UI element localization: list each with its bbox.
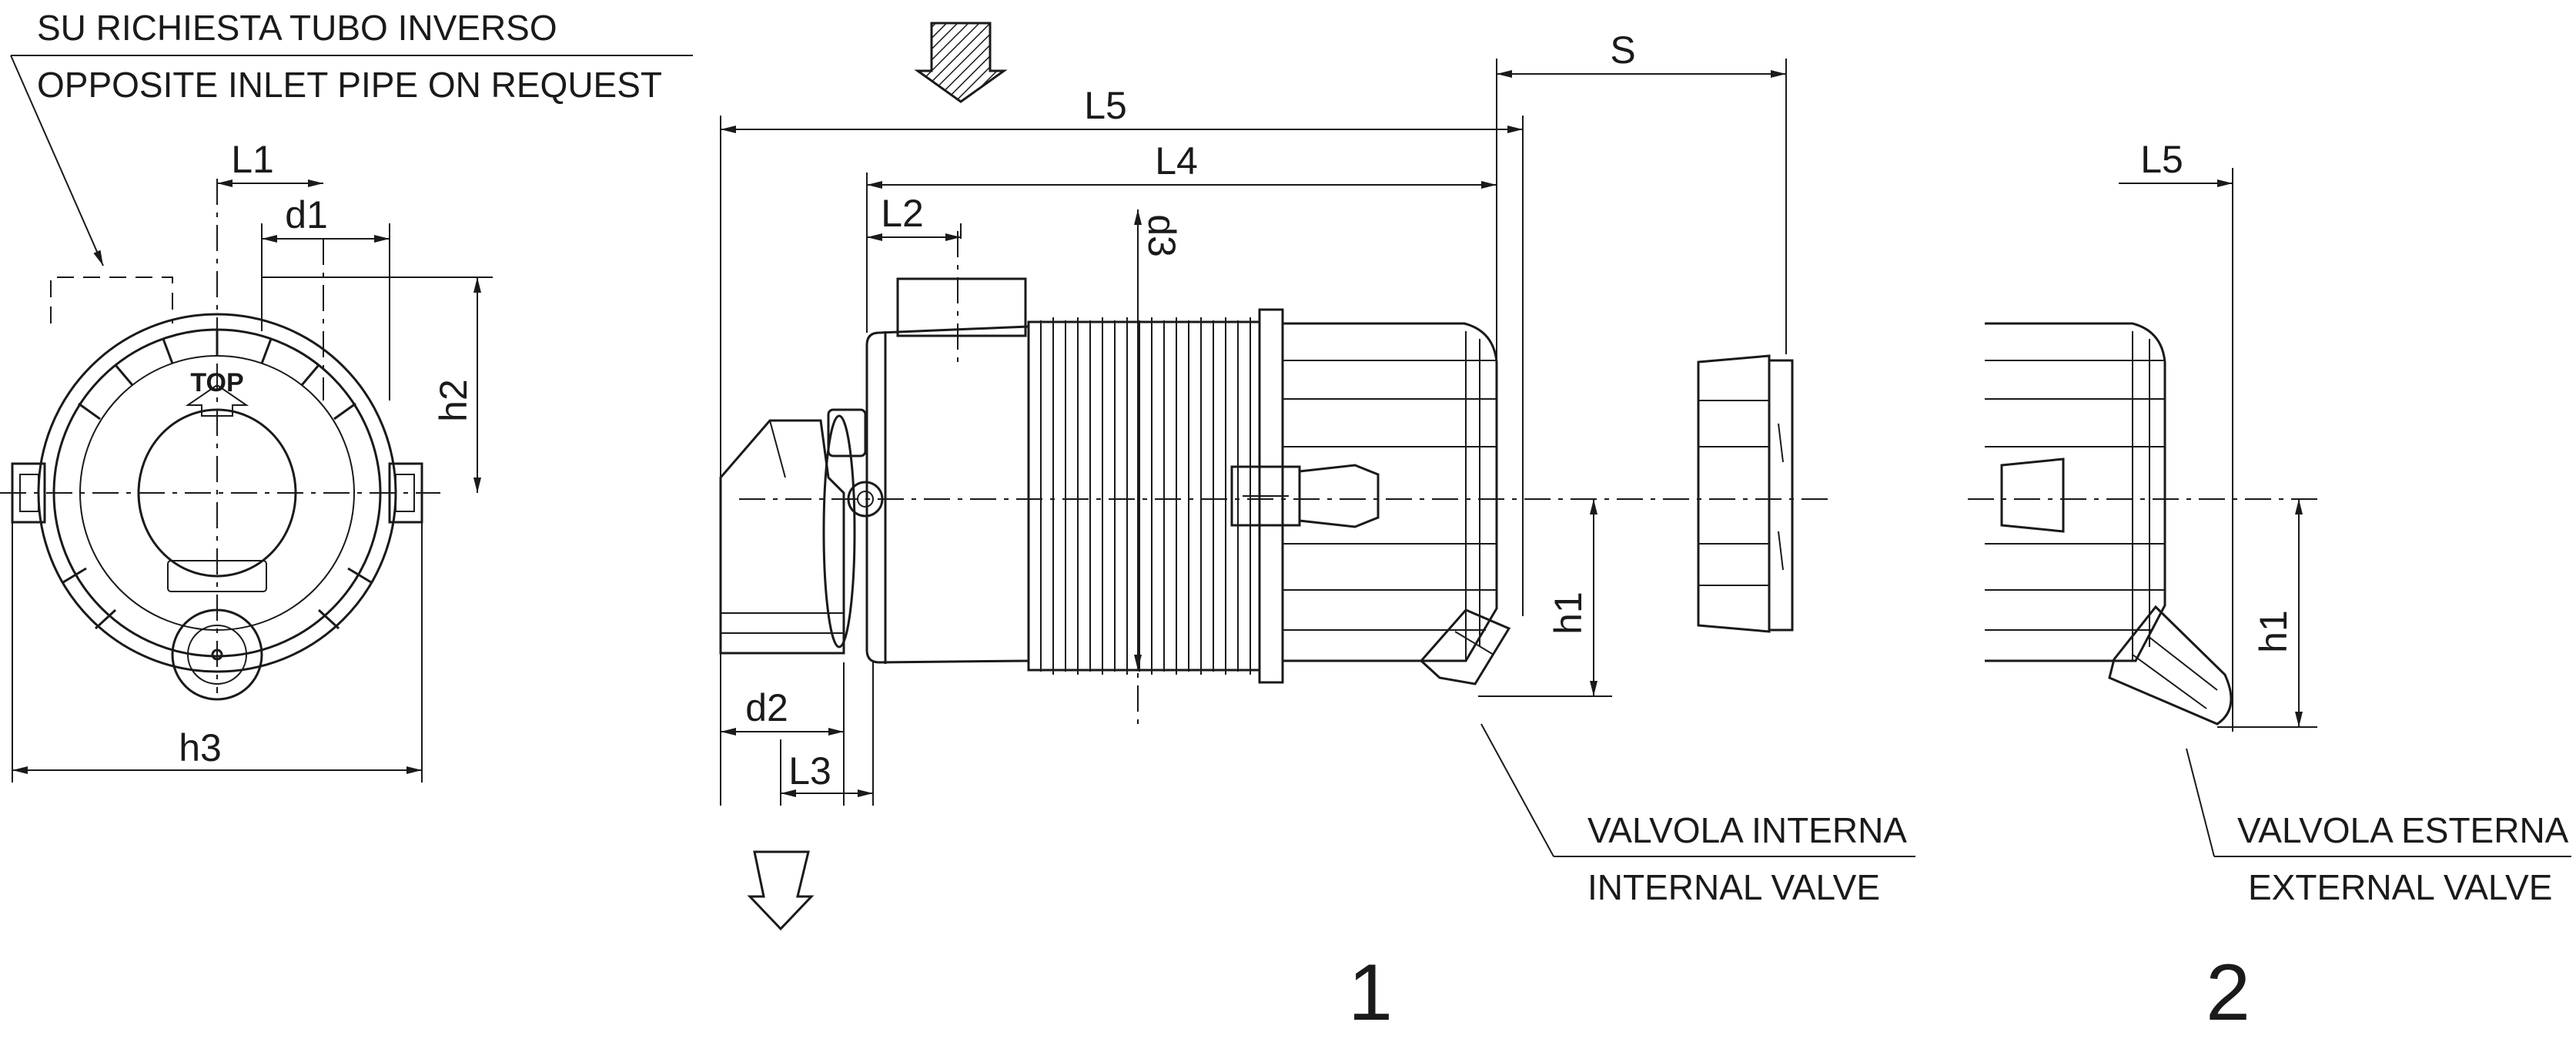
view-number-1: 1 (1348, 948, 1393, 1037)
dim-variant-h1: h1 (2252, 610, 2295, 653)
variant-view: L5 h1 VALVOLA ESTERNA EXTERNAL VALVE 2 (1968, 138, 2571, 1037)
dim-variant-L5: L5 (2140, 138, 2183, 181)
dim-d2: d2 (745, 686, 788, 729)
note-external-italian: VALVOLA ESTERNA (2237, 810, 2569, 850)
housing-bellows (1027, 317, 1261, 675)
dim-L5: L5 (1084, 84, 1127, 127)
housing-body (865, 231, 1030, 664)
dim-d1: d1 (285, 193, 328, 236)
dim-L1: L1 (231, 138, 274, 181)
view-number-2: 2 (2206, 948, 2250, 1037)
removed-cover (1697, 354, 1794, 633)
note-external-english: EXTERNAL VALVE (2248, 867, 2552, 907)
note-opposite-italian: SU RICHIESTA TUBO INVERSO (37, 8, 557, 48)
dim-d3: d3 (1140, 214, 1183, 257)
note-internal-italian: VALVOLA INTERNA (1587, 810, 1907, 850)
dim-h1: h1 (1547, 592, 1590, 635)
dim-L2: L2 (881, 192, 924, 235)
front-view: TOP L1 d1 (0, 138, 493, 783)
dim-S: S (1610, 28, 1635, 72)
flow-arrow-bottom (747, 850, 815, 931)
opposite-pipe-note: SU RICHIESTA TUBO INVERSO OPPOSITE INLET… (10, 8, 693, 266)
dim-L4: L4 (1155, 139, 1198, 183)
cover-ribs (62, 330, 372, 630)
dim-L3: L3 (788, 749, 831, 793)
note-opposite-english: OPPOSITE INLET PIPE ON REQUEST (37, 65, 662, 105)
dim-h3: h3 (179, 726, 222, 769)
inlet-elbow (719, 414, 856, 655)
side-view: L5 L4 L2 d3 d2 L3 h1 (719, 22, 1915, 1037)
note-internal-english: INTERNAL VALVE (1587, 867, 1880, 907)
flow-arrow-top (914, 22, 1008, 103)
housing-cover (1230, 308, 1511, 685)
dim-h2: h2 (432, 379, 475, 422)
hose-clamp (827, 408, 884, 518)
variant-cover (1985, 322, 2233, 726)
